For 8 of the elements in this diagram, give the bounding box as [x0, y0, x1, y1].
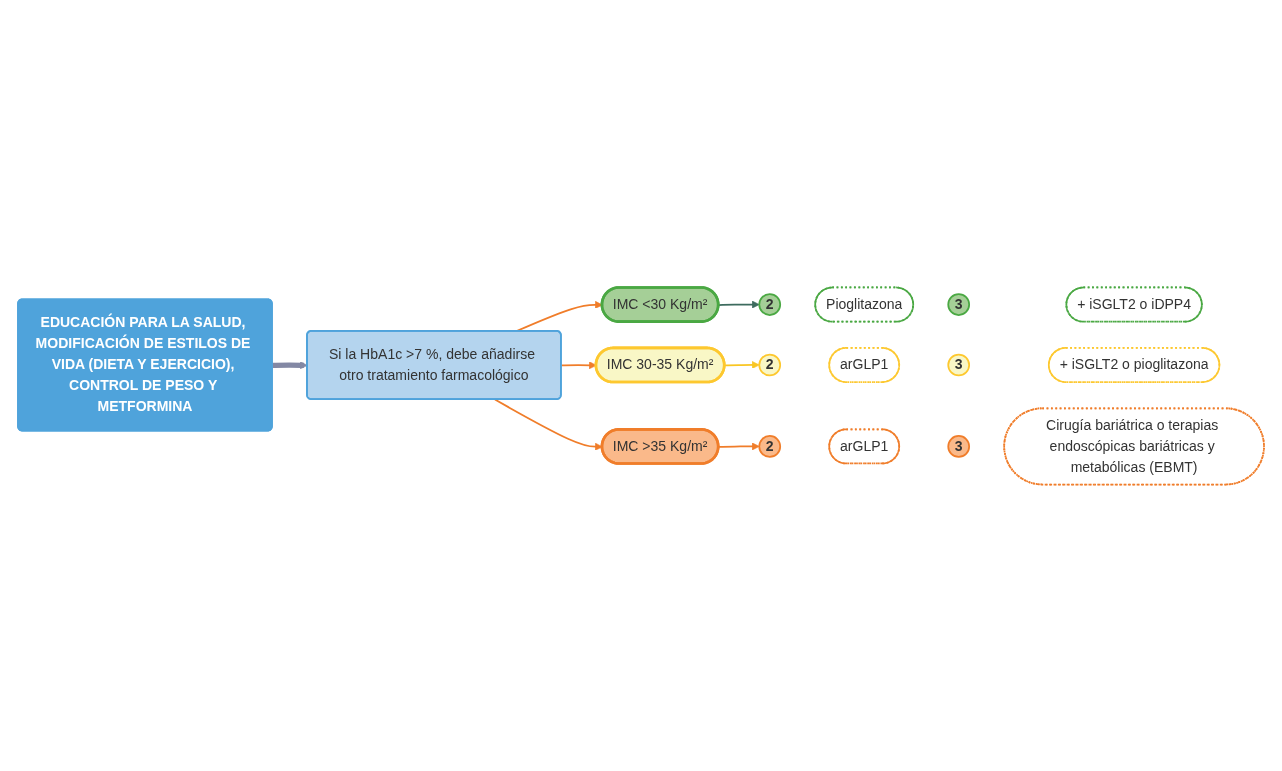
- node-circle: 2: [758, 292, 782, 316]
- node-circle: 2: [758, 353, 782, 376]
- node-circle: 2: [758, 434, 782, 458]
- arrow: [494, 398, 603, 451]
- node-circle: 3: [947, 292, 971, 316]
- arrow: [560, 360, 597, 369]
- node-circle: 3: [947, 434, 971, 458]
- node-circle: 3: [947, 353, 971, 376]
